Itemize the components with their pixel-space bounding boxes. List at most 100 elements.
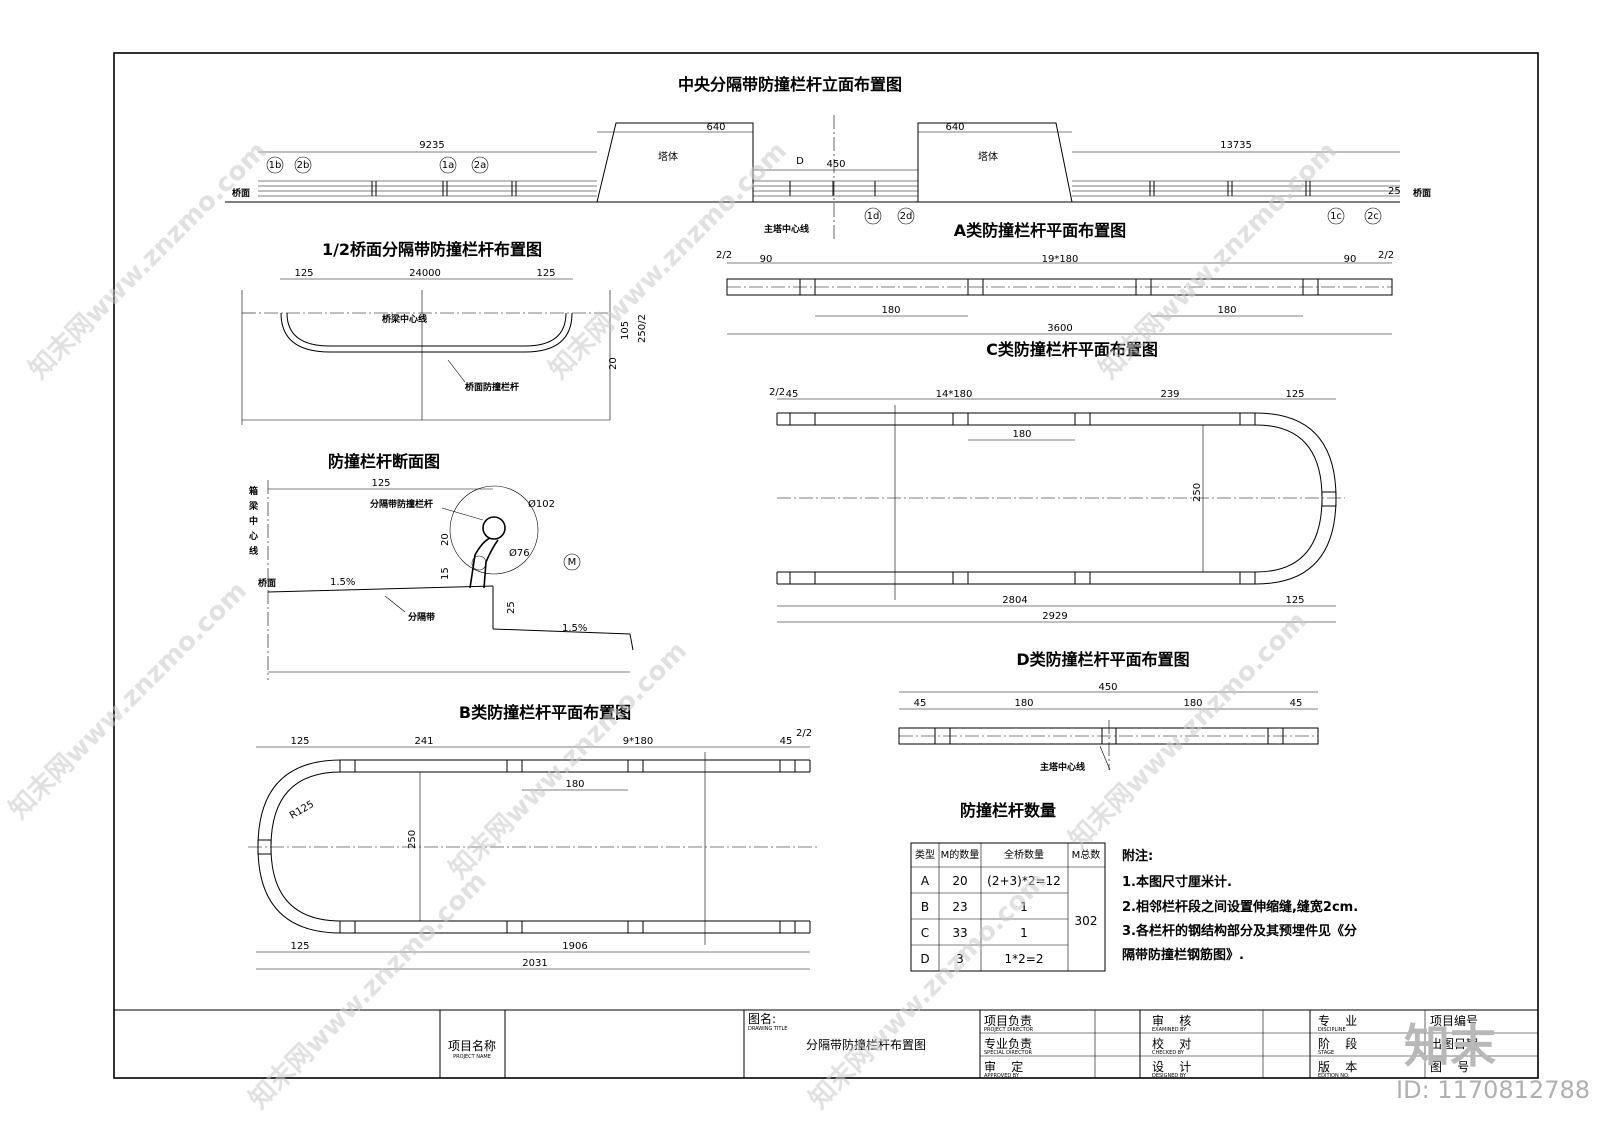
tower-2-label: 塔体 (978, 150, 998, 163)
tb-cell-stage-en: STAGE (1318, 1050, 1334, 1056)
elev-dim-25: 25 (1388, 186, 1401, 197)
type-b-dim-241: 241 (414, 736, 433, 747)
tb-cell-issue-date: 出图日期 (1430, 1037, 1478, 1051)
type-b-dim-2031: 2031 (522, 958, 547, 969)
qty-row-b-m: 23 (952, 900, 967, 914)
note-line-3: 3.各栏杆的钢结构部分及其预埋件见《分 (1122, 923, 1357, 939)
elev-deck-right: 桥面 (1413, 187, 1431, 199)
elev-dim-mid: 450 (826, 159, 845, 170)
qty-row-c-count: 1 (1020, 926, 1028, 940)
watermark-6: 知末网www.znzmo.com (1064, 606, 1313, 855)
tb-cell-discipline: 专 业 (1318, 1013, 1357, 1028)
section-slope-2: 1.5% (562, 623, 587, 634)
watermark-logo: 知末 (1404, 1019, 1496, 1073)
half-plan-dim-24000: 24000 (409, 268, 441, 279)
type-c-dim-125b: 125 (1285, 595, 1304, 606)
type-c-dim-125a: 125 (1285, 389, 1304, 400)
tb-cell-project-no: 项目编号 (1430, 1013, 1478, 1028)
marker-1d: 1d (867, 211, 880, 222)
tb-cell-examined-en: EXAMINED BY (1152, 1027, 1187, 1033)
tb-drawing-label-en: DRAWING TITLE (748, 1026, 787, 1032)
type-b-dim-1906: 1906 (562, 941, 587, 952)
watermark-3: 知末网www.znzmo.com (1094, 136, 1343, 385)
half-plan-title: 1/2桥面分隔带防撞栏杆布置图 (322, 240, 542, 259)
type-d-title: D类防撞栏杆平面布置图 (1016, 650, 1189, 669)
tb-drawing-title: 分隔带防撞栏杆布置图 (806, 1037, 926, 1052)
section-dia-76: Ø76 (509, 547, 530, 559)
half-plan-dim-125a: 125 (294, 268, 313, 279)
type-c-plan: C类防撞栏杆平面布置图 2/2 45 14*180 239 125 180 25… (769, 340, 1345, 623)
watermark-4: 知末网www.znzmo.com (4, 576, 253, 825)
quantity-title: 防撞栏杆数量 (960, 801, 1056, 820)
qty-row-a-type: A (921, 874, 930, 888)
type-d-dim-180a: 180 (1014, 698, 1033, 709)
qty-row-b-count: 1 (1020, 900, 1028, 914)
tower-1 (596, 122, 754, 203)
type-a-mark-left: 2/2 (716, 250, 732, 261)
tb-cell-checked: 校 对 (1152, 1036, 1191, 1051)
type-c-dim-14x180: 14*180 (936, 389, 973, 400)
qty-row-b-type: B (921, 900, 929, 914)
type-c-mark: 2/2 (769, 387, 785, 398)
type-a-dim-90b: 90 (1344, 254, 1357, 265)
notes-heading: 附注: (1122, 848, 1153, 864)
section-deck: 桥面 (258, 577, 276, 589)
tb-cell-designed-en: DESIGNED BY (1152, 1073, 1187, 1079)
watermarks: 知末网www.znzmo.com 知末网www.znzmo.com 知末网www… (4, 136, 1343, 1115)
half-plan-dim-250-2: 250/2 (637, 314, 648, 343)
qty-row-d-m: 3 (956, 952, 964, 966)
sheet-border (113, 52, 1539, 1079)
elev-dim-right: 13735 (1220, 140, 1252, 151)
type-d-dim-450: 450 (1098, 682, 1117, 693)
type-b-dim-125b: 125 (290, 941, 309, 952)
type-a-mark-right: 2/2 (1378, 250, 1394, 261)
quantity-table: 防撞栏杆数量 类型 M的数量 全桥数量 M总数 A 20 (2+3)*2=12 … (910, 801, 1106, 972)
tb-cell-drawing-no: 图 号 (1430, 1060, 1469, 1074)
elev-dim-left: 9235 (419, 140, 444, 151)
type-b-radius: R125 (288, 799, 316, 822)
section-dim-15: 15 (440, 567, 451, 580)
tb-cell-discipline-en: DISCIPLINE (1318, 1027, 1346, 1033)
half-plan-dim-105: 105 (620, 321, 631, 340)
elevation-markers: 1b 2b 1a 2a 1d 2d 1c 2c (266, 156, 1382, 225)
elev-dim-mid-label: D (796, 156, 804, 167)
marker-2c: 2c (1367, 211, 1379, 222)
note-line-4: 隔带防撞栏钢筋图》. (1122, 947, 1244, 963)
section-m-label: M (568, 557, 577, 568)
type-b-dim-180: 180 (565, 779, 584, 790)
type-d-plan: D类防撞栏杆平面布置图 450 45 180 180 45 主塔中心线 (898, 650, 1319, 773)
section-dia-102: Ø102 (528, 498, 555, 510)
type-c-dim-45: 45 (786, 389, 799, 400)
tb-drawing-label: 图名: (748, 1011, 776, 1026)
type-a-dim-90a: 90 (760, 254, 773, 265)
marker-1c: 1c (1330, 211, 1342, 222)
half-plan-rail-label: 桥面防撞栏杆 (465, 381, 519, 393)
tb-cell-project-director-en: PROJECT DIRECTOR (984, 1027, 1034, 1033)
qty-row-c-type: C (921, 926, 929, 940)
elevation-title: 中央分隔带防撞栏杆立面布置图 (678, 75, 902, 94)
type-c-dim-239: 239 (1160, 389, 1179, 400)
tb-cell-examined: 审 核 (1152, 1013, 1191, 1028)
qty-header-m: M的数量 (941, 848, 980, 861)
type-a-dim-19x180: 19*180 (1042, 254, 1079, 265)
type-c-dim-180: 180 (1012, 429, 1031, 440)
qty-row-a-count: (2+3)*2=12 (987, 874, 1061, 888)
tb-cell-edition-en: EDITION NO. (1318, 1073, 1350, 1079)
qty-header-type: 类型 (915, 848, 935, 861)
type-b-dim-125a: 125 (290, 736, 309, 747)
type-c-dim-2804: 2804 (1002, 595, 1027, 606)
marker-1b: 1b (269, 160, 282, 171)
type-b-plan: B类防撞栏杆平面布置图 125 241 9*180 45 2/2 180 R12… (248, 703, 820, 970)
tb-cell-stage: 阶 段 (1318, 1036, 1357, 1051)
tb-project-name: 项目名称 (448, 1038, 496, 1053)
qty-row-a-m: 20 (952, 874, 967, 888)
type-d-main-tower-cl: 主塔中心线 (1040, 761, 1085, 773)
title-block: 项目名称 PROJECT NAME 图名: DRAWING TITLE 分隔带防… (114, 1009, 1538, 1079)
half-plan-dim-20: 20 (608, 357, 619, 370)
watermark-1: 知末网www.znzmo.com (24, 136, 273, 385)
tb-cell-approved-en: APPROVED BY (984, 1073, 1020, 1079)
type-c-dim-250: 250 (1192, 483, 1203, 502)
section-slope-1: 1.5% (330, 577, 355, 588)
tower-2 (917, 122, 1073, 203)
